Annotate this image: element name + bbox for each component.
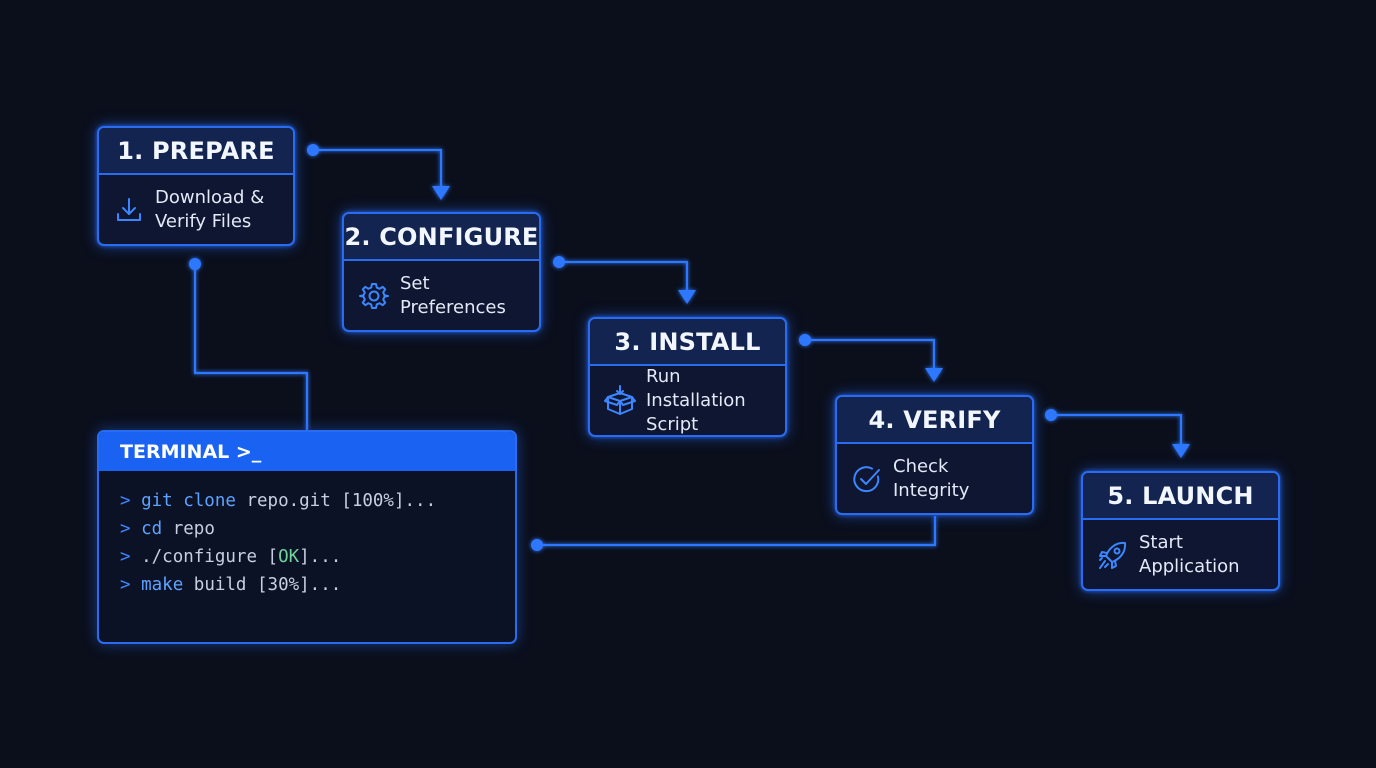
terminal-panel: TERMINAL >_ > git clone repo.git [100%].… [97, 430, 517, 644]
connector-dot [531, 539, 543, 551]
arrowhead [432, 186, 450, 200]
arrowhead [1172, 444, 1190, 458]
step-label-line: Check Integrity [893, 455, 970, 501]
arrowhead [925, 368, 943, 382]
terminal-line: > cd repo [120, 519, 215, 539]
step-label-line: Verify Files [155, 210, 252, 232]
terminal-line: > make build [30%]... [120, 575, 342, 595]
terminal-line: > ./configure [OK]... [120, 547, 342, 567]
terminal-title: TERMINAL >_ [99, 432, 515, 471]
rocket-icon [1097, 539, 1129, 571]
step-verify: 4. VERIFY Check Integrity [835, 395, 1034, 515]
step-configure: 2. CONFIGURE Set Preferences [342, 212, 541, 332]
arrowhead [678, 290, 696, 304]
step-install: 3. INSTALL Run Installation Script [588, 317, 787, 437]
step-label-line: Set Preferences [400, 272, 506, 318]
check-circle-icon [851, 463, 883, 495]
connector-dot [189, 258, 201, 270]
download-icon [113, 194, 145, 226]
step-prepare: 1. PREPARE Download & Verify Files [97, 126, 295, 246]
terminal-output: > git clone repo.git [100%]... > cd repo… [99, 471, 515, 599]
connector-dot [799, 334, 811, 346]
step-title: 4. VERIFY [837, 397, 1032, 444]
connector-prepare-terminal [193, 264, 309, 430]
step-title: 1. PREPARE [99, 128, 293, 175]
step-title: 2. CONFIGURE [344, 214, 539, 261]
step-title: 5. LAUNCH [1083, 473, 1278, 520]
connector-verify-terminal [537, 516, 937, 547]
step-label-line: Download & [155, 186, 265, 208]
step-label-line: Script [646, 413, 699, 435]
connector-2-3 [559, 260, 689, 292]
terminal-line: > git clone repo.git [100%]... [120, 491, 437, 511]
step-title: 3. INSTALL [590, 319, 785, 366]
gear-icon [358, 280, 390, 312]
connector-4-5 [1051, 413, 1183, 446]
step-label-line: Run Installation [646, 365, 746, 411]
connector-dot [307, 144, 319, 156]
connector-1-2 [313, 148, 443, 188]
step-launch: 5. LAUNCH Start Application [1081, 471, 1280, 591]
step-label-line: Start [1139, 531, 1183, 553]
connector-dot [553, 256, 565, 268]
connector-dot [1045, 409, 1057, 421]
connector-3-4 [805, 338, 936, 370]
step-label-line: Application [1139, 555, 1240, 577]
package-icon [604, 384, 636, 417]
